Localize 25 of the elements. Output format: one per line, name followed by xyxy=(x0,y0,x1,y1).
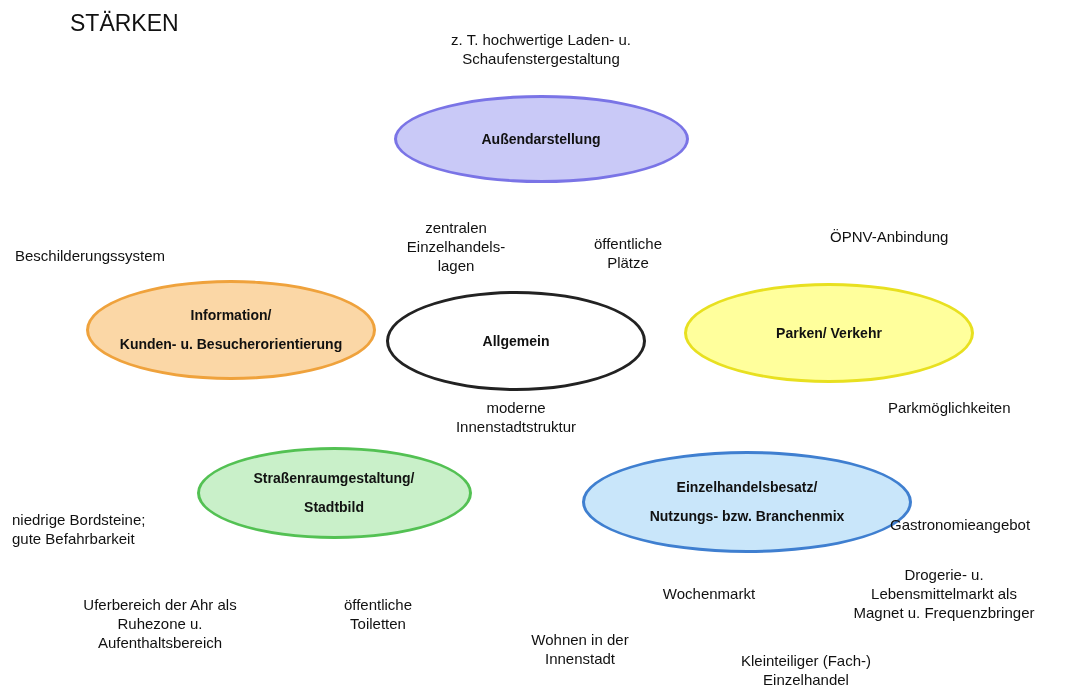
strength-note: Uferbereich der Ahr als Ruhezone u. Aufenthaltsbereich xyxy=(82,595,238,652)
strength-note: Wochenmarkt xyxy=(661,584,757,603)
category-label: Information/ xyxy=(190,307,272,324)
strength-note: öffentliche Toiletten xyxy=(342,595,414,633)
strength-note: Wohnen in der Innenstadt xyxy=(530,630,630,668)
title: STÄRKEN xyxy=(70,10,179,37)
strength-note: Gastronomieangebot xyxy=(890,515,1032,534)
category-label: Einzelhandelsbesatz/ xyxy=(676,479,818,496)
category-label: Straßenraumgestaltung/ xyxy=(253,470,415,487)
category-label: Parken/ Verkehr xyxy=(776,324,882,342)
strength-note: ÖPNV-Anbindung xyxy=(830,227,950,246)
category-label: Kunden- u. Besucherorientierung xyxy=(119,336,343,353)
strength-note: niedrige Bordsteine; gute Befahrbarkeit xyxy=(12,510,147,548)
category-label: Nutzungs- bzw. Branchenmix xyxy=(649,508,845,525)
strength-note: z. T. hochwertige Laden- u. Schaufenstergestaltung xyxy=(450,30,632,68)
strength-note: öffentliche Plätze xyxy=(592,234,664,272)
strength-note: moderne Innenstadtstruktur xyxy=(454,398,578,436)
strength-note: Parkmöglichkeiten xyxy=(888,398,1012,417)
category-label: Außendarstellung xyxy=(481,130,601,148)
strength-note: zentralen Einzelhandels- lagen xyxy=(405,218,507,275)
category-label: Stadtbild xyxy=(304,499,364,516)
strength-note: Drogerie- u. Lebensmittelmarkt als Magnet u. Frequenzbringer xyxy=(852,565,1036,622)
strength-note: Beschilderungssystem xyxy=(15,246,167,265)
category-label: Allgemein xyxy=(482,332,550,350)
strength-note: Kleinteiliger (Fach-) Einzelhandel xyxy=(739,651,872,689)
